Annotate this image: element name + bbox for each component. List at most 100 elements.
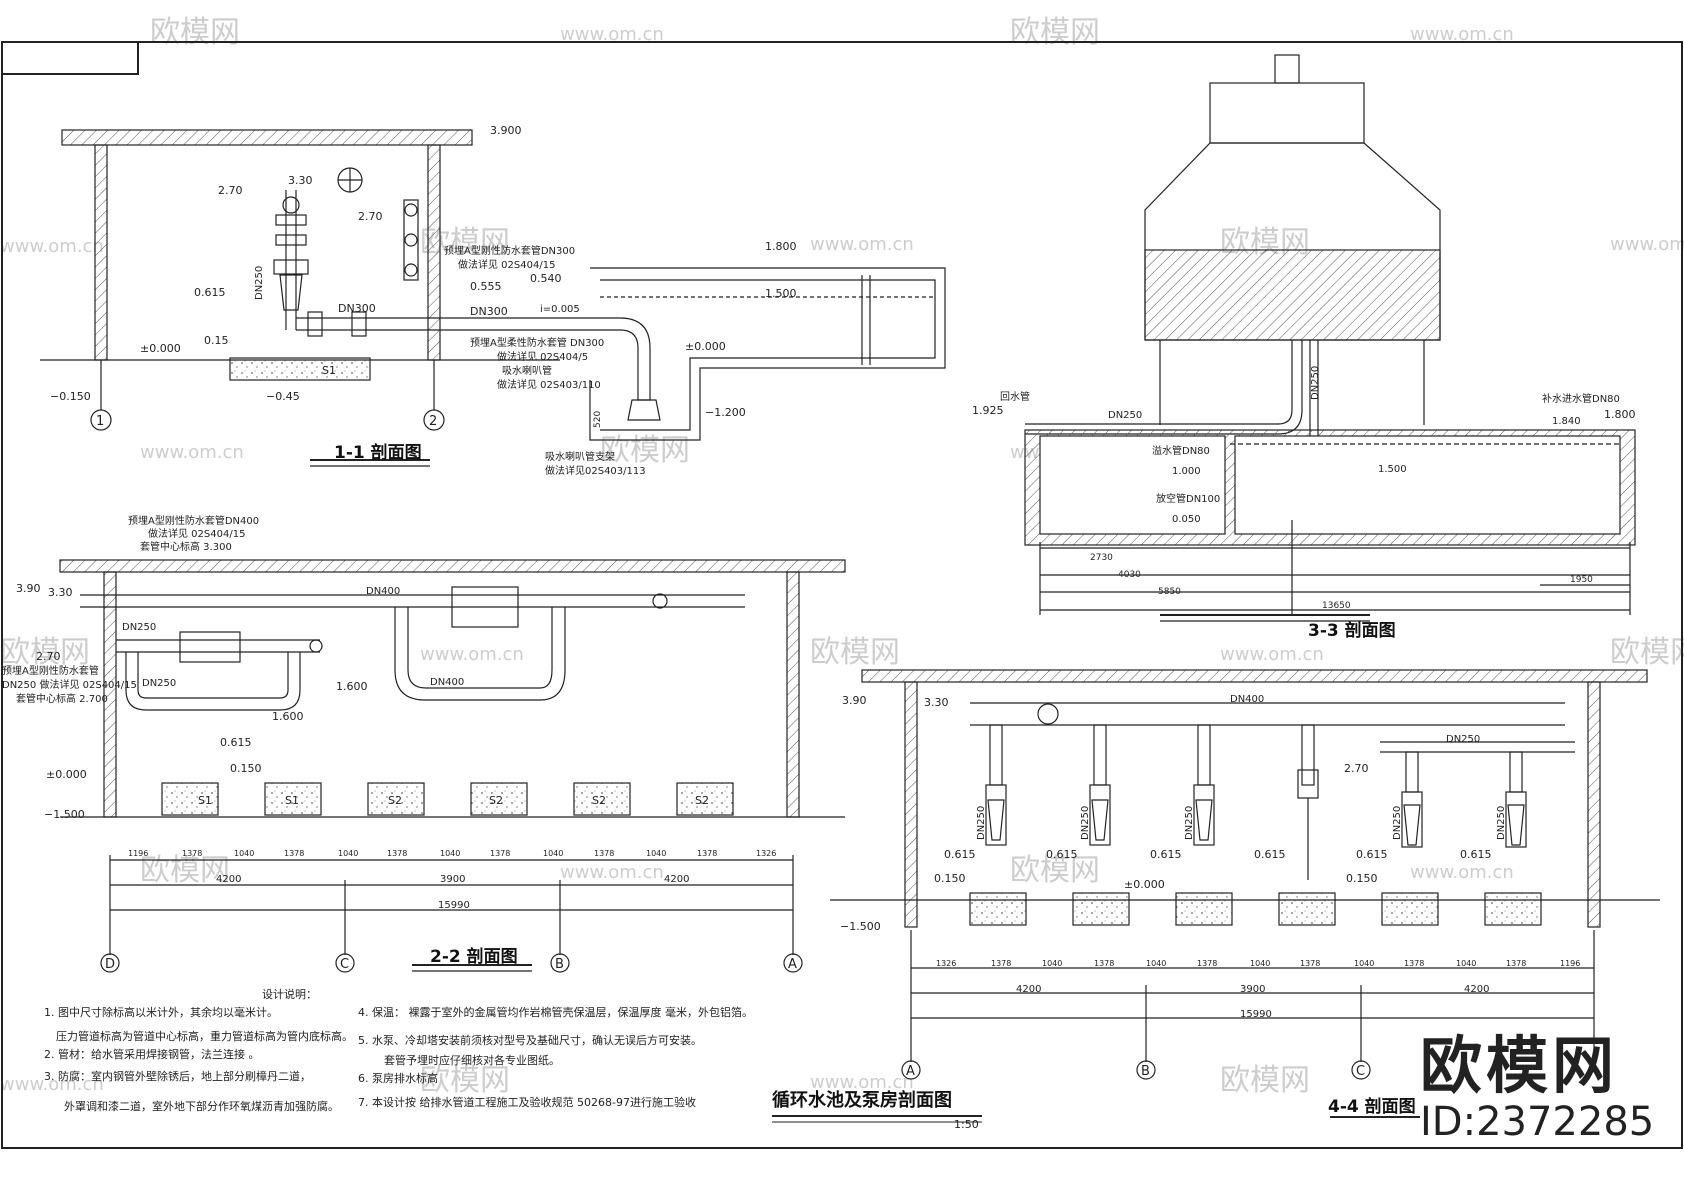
section-2-2-labels: 预埋A型刚性防水套管DN400 做法详见 02S404/15 套管中心标高 3.… [2, 514, 797, 972]
slope-label: i=0.005 [540, 304, 580, 315]
pump-label: S1 [285, 794, 299, 807]
elev-label: 2.70 [1344, 762, 1369, 775]
pipe-label: DN250 [1108, 410, 1142, 421]
pipe-label: DN250 [1446, 734, 1480, 745]
dim-label: 1040 [1456, 959, 1476, 968]
elev-label: 0.615 [1356, 848, 1388, 861]
dim-label: 1378 [284, 849, 304, 858]
note-line: 2. 管材：给水管采用焊接钢管，法兰连接 。 [44, 1047, 260, 1061]
elev-label: 1.600 [336, 680, 368, 693]
pipe-label: 回水管 [1000, 390, 1030, 403]
watermark-url: www.om.cn [1410, 24, 1514, 45]
dim-label: 1196 [1560, 959, 1580, 968]
watermark-url: www.om.cn [0, 236, 104, 257]
section-title: 4-4 剖面图 [1328, 1096, 1416, 1117]
elev-label: 0.615 [1254, 848, 1286, 861]
watermark-logo: 欧模网 [0, 635, 90, 670]
elev-label: 0.615 [194, 286, 226, 299]
elev-label: −0.150 [50, 390, 91, 403]
dim-label: 15990 [1240, 1009, 1272, 1020]
note: 预埋A型刚性防水套管DN400 [128, 514, 259, 527]
watermark-url: www.om.cn [560, 24, 664, 45]
elev-label: 0.615 [1150, 848, 1182, 861]
elev-label: 1.800 [1604, 408, 1636, 421]
pump-label: S1 [322, 364, 336, 377]
dim-label: 1378 [1404, 959, 1424, 968]
sheet-title-block: 循环水池及泵房剖面图 1:50 [772, 1089, 982, 1131]
elev-label: 1.925 [972, 404, 1004, 417]
pipe-label: DN400 [1230, 694, 1264, 705]
pipe-label: DN300 [470, 305, 508, 318]
watermark-logo: 欧模网 [1010, 15, 1100, 50]
section-2-2 [59, 559, 846, 973]
note: 做法详见 02S403/110 [497, 378, 601, 391]
dim-label: 1378 [387, 849, 407, 858]
elev-label: ±0.000 [46, 768, 87, 781]
elev-label: 1.000 [1172, 466, 1201, 477]
watermark-logo: 欧模网 [1010, 853, 1100, 888]
note: 做法详见 02S404/15 [148, 527, 245, 540]
axis-label: B [555, 957, 564, 972]
axis-label: 2 [429, 414, 437, 429]
dim-label: 1040 [440, 849, 460, 858]
elev-label: 3.90 [842, 694, 867, 707]
dim-label: 2730 [1090, 553, 1113, 563]
elev-label: 0.150 [230, 762, 262, 775]
note: 套管中心标高 2.700 [16, 692, 108, 705]
elev-label: 3.90 [16, 582, 41, 595]
elev-label: −1.500 [840, 920, 881, 933]
note: 做法详见 02S404/15 [458, 258, 555, 271]
elev-label: −1.500 [44, 808, 85, 821]
dim-label: 1040 [1042, 959, 1062, 968]
pump-label: S1 [198, 794, 212, 807]
note-line: 5. 水泵、冷却塔安装前须核对型号及基础尺寸，确认无误后方可安装。 [358, 1033, 702, 1047]
design-notes: 设计说明： 1. 图中尺寸除标高以米计外，其余均以毫米计。 压力管道标高为管道中… [44, 987, 753, 1113]
dim-label: 1378 [991, 959, 1011, 968]
watermark-url: www.om.cn [1410, 862, 1514, 883]
dim-label: 1378 [594, 849, 614, 858]
elev-label: −1.200 [705, 406, 746, 419]
note: 预埋A型刚性防水套管 [2, 664, 99, 677]
pipe-label: DN250 [1392, 806, 1403, 840]
elev-label: 3.30 [924, 696, 949, 709]
pipe-label: DN250 [122, 622, 156, 633]
section-title: 3-3 剖面图 [1308, 620, 1396, 641]
watermark-url: www.om.cn [420, 644, 524, 665]
dim-label: 1378 [697, 849, 717, 858]
watermark-logo: 欧模网 [150, 15, 240, 50]
dim-row-1: 1326 1378 1040 1378 1040 1378 1040 1378 … [936, 959, 1580, 968]
note-line: 7. 本设计按 给排水管道工程施工及验收规范 50268-97进行施工验收 [358, 1095, 696, 1109]
elev-label: 0.615 [1460, 848, 1492, 861]
pipe-label: 放空管DN100 [1156, 492, 1220, 505]
note: 做法详见02S403/113 [545, 464, 646, 477]
pump-label: S2 [592, 794, 606, 807]
pump-label: S2 [388, 794, 402, 807]
section-4-4 [830, 669, 1660, 1118]
axis-label: 1 [96, 414, 104, 429]
elev-label: 0.150 [934, 872, 966, 885]
note-line: 6. 泵房排水标高 [358, 1071, 438, 1085]
note: DN250 做法详见 02S404/15 [2, 678, 137, 691]
sheet-title: 循环水池及泵房剖面图 [772, 1089, 952, 1111]
elev-label: 3.30 [48, 586, 73, 599]
elev-label: 1.500 [765, 287, 797, 300]
dim-label: 1040 [338, 849, 358, 858]
dim-label: 1378 [1300, 959, 1320, 968]
dim-label: 1040 [1354, 959, 1374, 968]
elev-label: 1.500 [1378, 464, 1407, 475]
dim-label: 1040 [543, 849, 563, 858]
elev-label: 3.30 [288, 174, 313, 187]
pipe-label: 溢水管DN80 [1152, 444, 1210, 457]
watermark-logo: 欧模网 [810, 635, 900, 670]
dim-label: 3900 [1240, 984, 1265, 995]
dim-label: 3900 [440, 874, 465, 885]
pipe-label: DN400 [366, 586, 400, 597]
brand-badge: 欧模网 ID:2372285 [1420, 1015, 1670, 1165]
elev-label: 3.900 [490, 124, 522, 137]
dim-label: 4200 [1464, 984, 1489, 995]
dim-label: 1950 [1570, 575, 1593, 585]
section-title: 1-1 剖面图 [334, 442, 422, 463]
dim-row-1: 1196 1378 1040 1378 1040 1378 1040 1378 … [128, 849, 776, 858]
pump-label: S2 [695, 794, 709, 807]
